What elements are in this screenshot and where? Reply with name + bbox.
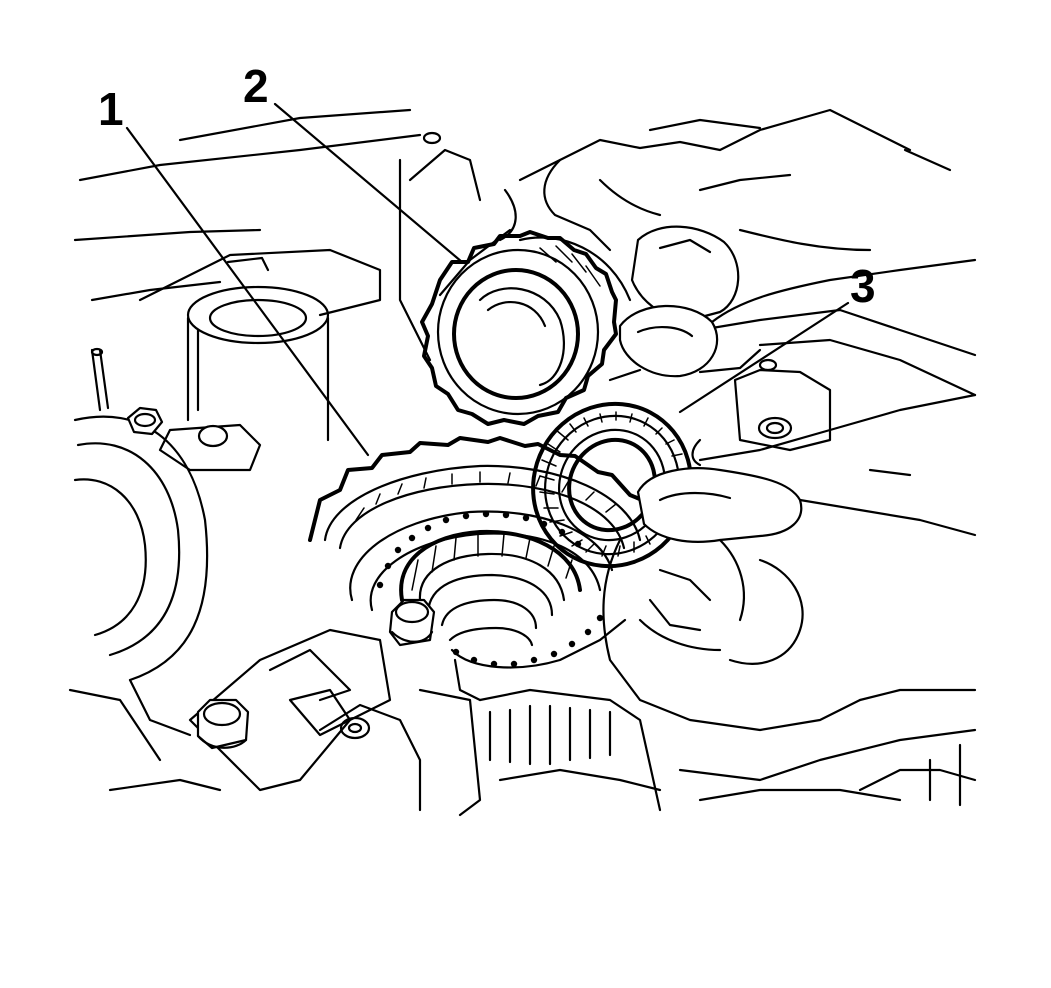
callout-3: 3 [850,260,876,312]
bolt-center [388,598,436,647]
bolt-upper-left [126,406,164,436]
callout-1: 1 [98,83,124,135]
transmission-case [68,108,977,817]
hand-lower [602,393,977,732]
hand-upper [438,108,977,382]
callout-2: 2 [243,60,269,112]
clutch-ring-gear [308,436,654,702]
leader-lines [125,102,850,457]
bolt-lower-left [196,698,250,750]
sun-gear [420,230,632,426]
